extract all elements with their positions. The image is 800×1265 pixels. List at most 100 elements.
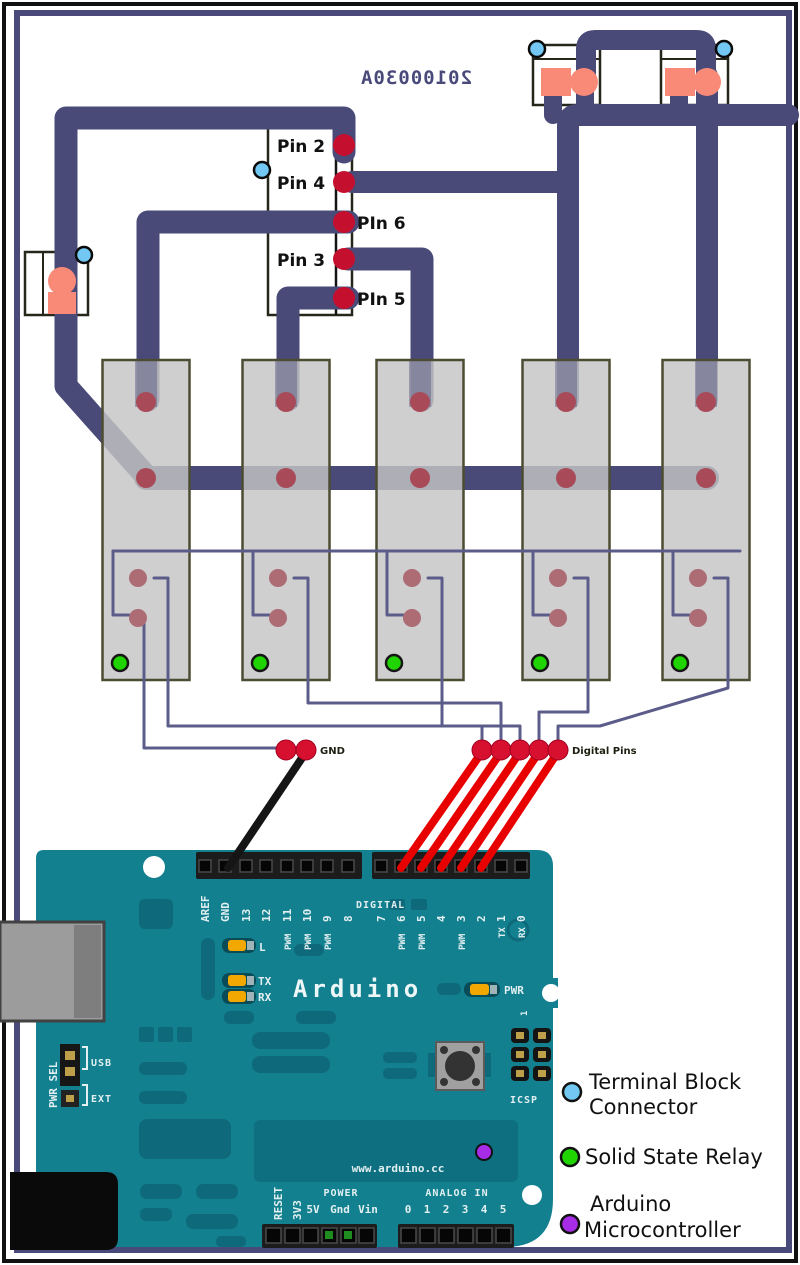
- microcontroller-marker-icon: [475, 1143, 493, 1161]
- pin6-label: PIn 6: [357, 214, 406, 234]
- terminal-contacts: [48, 68, 721, 314]
- pin4-board-label: 4: [435, 915, 448, 922]
- aref-label: AREF: [199, 896, 212, 923]
- relay-pads: [110, 392, 716, 673]
- rx-pin-label: RX: [518, 927, 528, 938]
- pin6-board-label: 6: [395, 915, 408, 922]
- pin-box-labels: Pin 2 Pin 4 PIn 6 Pin 3 PIn 5: [277, 137, 406, 310]
- legend-arduino-icon: [559, 1213, 581, 1235]
- pin4-label: Pin 4: [277, 174, 325, 194]
- pin13-label: 13: [240, 909, 253, 922]
- a2-label: 2: [443, 1203, 450, 1216]
- microcontroller-chip: [254, 1120, 518, 1182]
- solder-pads: [275, 739, 569, 761]
- legend-relay-icon: [559, 1146, 581, 1168]
- a5-label: 5: [500, 1203, 507, 1216]
- ext-jumper-label: EXT: [91, 1094, 112, 1105]
- terminal-block-markers: [74, 39, 734, 265]
- pin5-board-label: 5: [415, 915, 428, 922]
- pcb-traces-thick: [54, 30, 799, 490]
- pwr-led-label: PWR: [504, 984, 524, 997]
- a1-label: 1: [424, 1203, 431, 1216]
- reset-button: [428, 1041, 491, 1091]
- relay-4: [521, 358, 611, 682]
- relay-led-icon: [250, 653, 270, 673]
- analog-in-label: ANALOG IN: [425, 1188, 488, 1199]
- pin8-label: 8: [342, 915, 355, 922]
- arduino-url: www.arduino.cc: [352, 1162, 445, 1175]
- pin3-label: Pin 3: [277, 251, 325, 271]
- reset-pin-label: RESET: [272, 1187, 285, 1220]
- pin1-board-label: 1: [495, 915, 508, 922]
- usb-jumper-label: USB: [91, 1058, 112, 1069]
- mounting-hole: [522, 1185, 542, 1205]
- terminal-marker-icon: [252, 160, 272, 180]
- pwr-sel-label: PWR SEL: [47, 1061, 60, 1108]
- pwm-label: PWM: [324, 933, 334, 950]
- pwm-label: PWM: [398, 933, 408, 950]
- legend-arduino-line1: Arduino: [590, 1192, 671, 1216]
- vin-pin-label: Vin: [358, 1203, 378, 1216]
- icsp-label: ICSP: [510, 1095, 538, 1106]
- arduino-board: [36, 850, 560, 1248]
- rx-led-label: RX: [258, 991, 272, 1004]
- legend: Terminal Block Connector Solid State Rel…: [559, 1070, 763, 1242]
- gnd-wire: [224, 748, 310, 872]
- terminal-marker-icon: [527, 39, 547, 59]
- digital-section-label: DIGITAL: [356, 900, 405, 911]
- inner-pcb-border: [14, 10, 792, 1253]
- pwm-label: PWM: [418, 933, 428, 950]
- legend-arduino-line2: Microcontroller: [584, 1218, 741, 1242]
- relay-led-icon: [530, 653, 550, 673]
- relay-5: [661, 358, 751, 682]
- hookup-wires: [224, 748, 562, 872]
- pin2-board-label: 2: [475, 915, 488, 922]
- board-leds: [222, 938, 500, 1004]
- usb-connector: [0, 920, 106, 1023]
- relay-led-icon: [670, 653, 690, 673]
- digital-pins-wire-label: Digital Pins: [572, 746, 637, 757]
- pwm-label: PWM: [458, 933, 468, 950]
- gnd-wire-label: GND: [320, 746, 345, 757]
- board-components: [139, 899, 530, 1247]
- a0-label: 0: [405, 1203, 412, 1216]
- gnd2-pin-label: Gnd: [330, 1203, 350, 1216]
- pin7-label: 7: [375, 915, 388, 922]
- relay-3: [375, 358, 465, 682]
- board-id-mirrored: 20100030A: [360, 67, 472, 89]
- a3-label: 3: [462, 1203, 469, 1216]
- pin5-label: PIn 5: [357, 290, 406, 310]
- mounting-hole: [542, 984, 560, 1002]
- legend-terminal-line2: Connector: [589, 1095, 698, 1119]
- legend-terminal-line1: Terminal Block: [588, 1070, 742, 1094]
- arduino-silkscreen: AREF GND 13 12 11 10 9 8 7 6 5 4 3 2 1 0…: [47, 896, 538, 1221]
- analog-header: [398, 1224, 514, 1248]
- pin2-label: Pin 2: [277, 137, 325, 157]
- relay-2: [241, 358, 331, 682]
- power-section-label: POWER: [323, 1188, 358, 1199]
- icsp-pin1-label: 1: [520, 1011, 530, 1016]
- terminal-marker-icon: [74, 245, 94, 265]
- pwm-label: PWM: [284, 933, 294, 950]
- icsp-header: [511, 1028, 551, 1081]
- legend-terminal-block-icon: [561, 1081, 583, 1103]
- terminal-marker-icon: [714, 39, 734, 59]
- arduino-logo: Arduino: [293, 975, 422, 1003]
- tx-pin-label: TX: [498, 927, 508, 938]
- gnd-pin-label: GND: [219, 902, 232, 922]
- pin3-board-label: 3: [455, 915, 468, 922]
- pin11-label: 11: [281, 908, 294, 922]
- mounting-hole: [143, 856, 165, 878]
- pcb-traces-thin: [111, 549, 742, 750]
- digital-header-left: [196, 852, 362, 879]
- 5v-pin-label: 5V: [306, 1203, 320, 1216]
- pin12-label: 12: [260, 909, 273, 922]
- pwm-label: PWM: [304, 933, 314, 950]
- breakout-pads: [333, 134, 355, 309]
- power-jack: [10, 1172, 118, 1250]
- a4-label: 4: [481, 1203, 488, 1216]
- relay-led-icon: [384, 653, 404, 673]
